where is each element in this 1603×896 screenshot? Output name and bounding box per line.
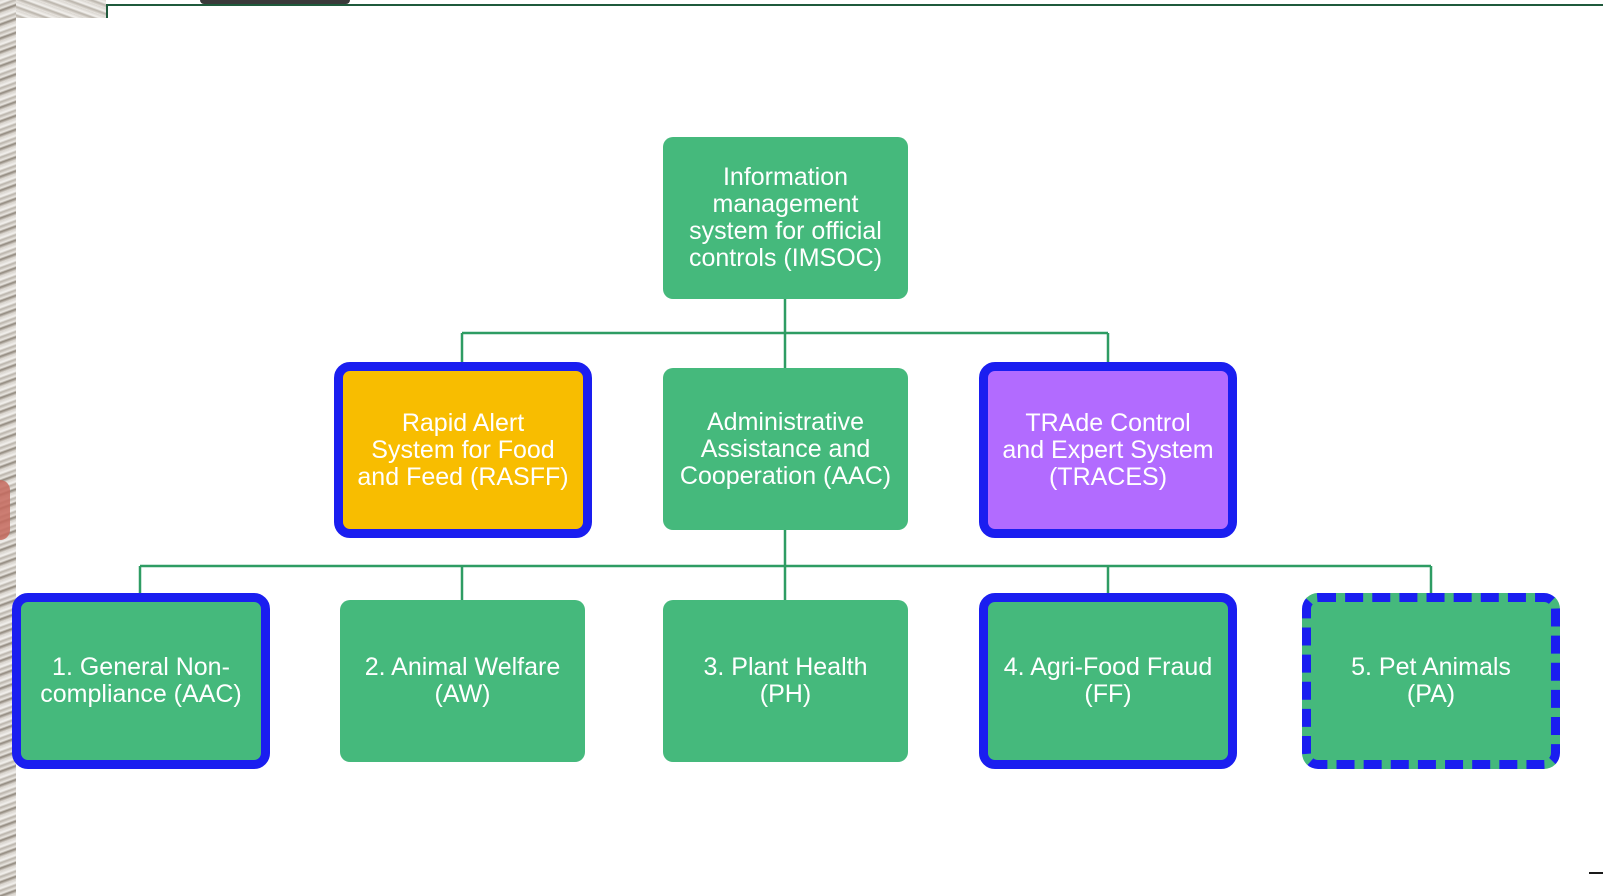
node-pet-animals: 5. Pet Animals (PA)	[1302, 593, 1560, 769]
node-traces: TRAde Control and Expert System (TRACES)	[979, 362, 1237, 538]
node-agri-food-fraud: 4. Agri-Food Fraud (FF)	[979, 593, 1237, 769]
node-animal-welfare: 2. Animal Welfare (AW)	[340, 600, 585, 762]
node-general-noncompliance: 1. General Non- compliance (AAC)	[12, 593, 270, 769]
node-rasff-label: Rapid Alert System for Food and Feed (RA…	[357, 408, 569, 491]
node-general-noncompliance-label: 1. General Non- compliance (AAC)	[40, 653, 242, 708]
corner-mark	[1589, 872, 1603, 874]
slide-frame-top	[106, 4, 1603, 6]
node-aac-label: Administrative Assistance and Cooperatio…	[679, 407, 892, 490]
node-agri-food-fraud-label: 4. Agri-Food Fraud (FF)	[1003, 653, 1213, 708]
background-texture-top	[16, 0, 106, 18]
slide-frame-left	[106, 4, 108, 18]
slide-frame-tab	[200, 0, 350, 4]
node-imsoc-label: Information management system for offici…	[688, 163, 883, 272]
node-plant-health-label: 3. Plant Health (PH)	[703, 653, 868, 708]
node-traces-label: TRAde Control and Expert System (TRACES)	[1002, 408, 1214, 491]
node-pet-animals-label: 5. Pet Animals (PA)	[1351, 653, 1511, 708]
background-accent	[0, 480, 10, 540]
node-aac: Administrative Assistance and Cooperatio…	[663, 368, 908, 530]
node-imsoc: Information management system for offici…	[663, 137, 908, 299]
node-rasff: Rapid Alert System for Food and Feed (RA…	[334, 362, 592, 538]
node-animal-welfare-label: 2. Animal Welfare (AW)	[364, 653, 561, 708]
node-plant-health: 3. Plant Health (PH)	[663, 600, 908, 762]
